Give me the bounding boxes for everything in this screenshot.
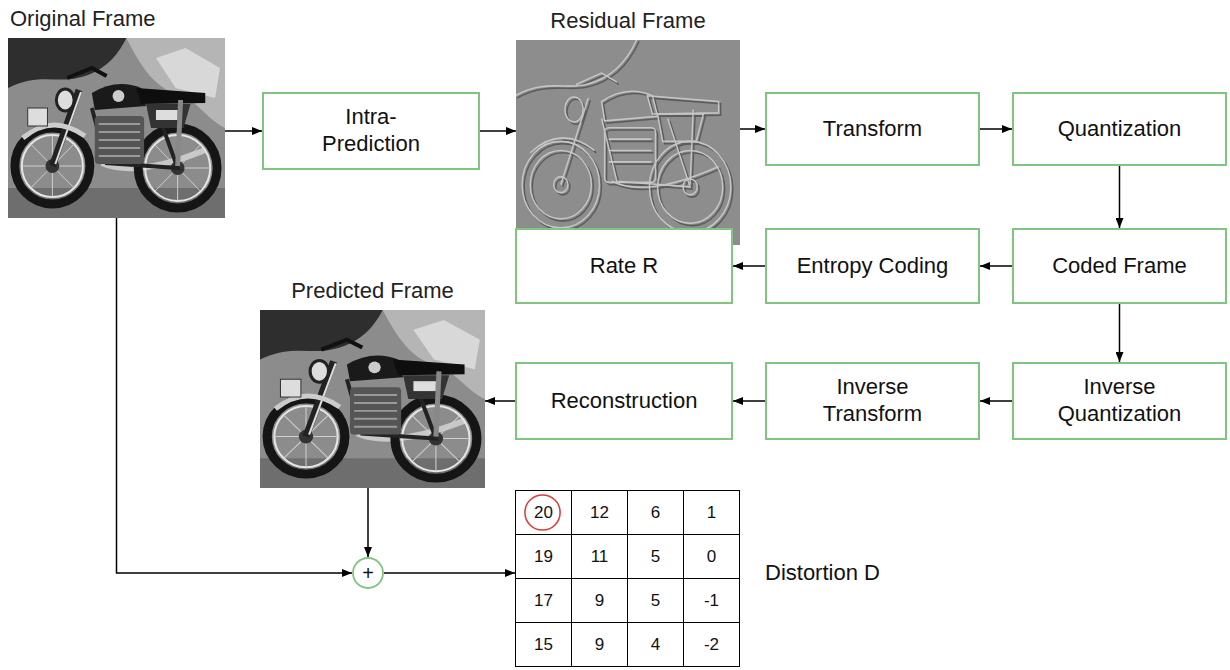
table-cell: -1	[684, 579, 740, 623]
photo-frame: Original Frame	[8, 38, 225, 218]
table-value: 5	[651, 547, 660, 567]
frame-title: Residual Frame	[550, 9, 705, 33]
table-value: 11	[591, 547, 609, 567]
flow-arrow	[384, 572, 515, 574]
flow-arrow	[480, 130, 516, 132]
process-box: Intra-Prediction	[262, 92, 480, 170]
frame-title: Predicted Frame	[291, 279, 454, 303]
frame-picture	[516, 40, 740, 245]
table-value: 19	[534, 547, 553, 567]
table-cell: 1	[684, 491, 740, 535]
table-value: 20	[534, 503, 553, 523]
table-cell: 5	[628, 535, 684, 579]
frame-title: Original Frame	[10, 7, 155, 31]
flow-arrow	[733, 400, 765, 402]
table-value: 17	[534, 591, 553, 611]
process-box: Rate R	[515, 228, 733, 304]
frame-illustration	[260, 310, 485, 488]
process-box: Entropy Coding	[765, 228, 980, 304]
flow-arrow	[733, 265, 765, 267]
sum-sign: +	[362, 563, 374, 583]
frame-picture	[260, 310, 485, 488]
highlight-circle	[525, 495, 560, 530]
table-value: 5	[651, 591, 660, 611]
process-box: Inverse Quantization	[1012, 362, 1227, 440]
flow-arrow	[1119, 166, 1121, 228]
table-cell: 9	[572, 623, 628, 667]
box-label: Reconstruction	[551, 388, 698, 415]
table-value: 9	[595, 591, 604, 611]
flow-arrow	[485, 400, 515, 402]
flow-arrow	[225, 130, 262, 132]
table-cell: 11	[572, 535, 628, 579]
box-label: Rate R	[590, 253, 658, 280]
flow-arrow	[740, 128, 765, 130]
frame-picture	[8, 38, 225, 218]
sum-outline	[353, 558, 383, 588]
table-cell: 0	[684, 535, 740, 579]
process-box: Quantization	[1012, 92, 1227, 166]
photo-frame: Predicted Frame	[260, 310, 485, 488]
box-label: Inverse Quantization	[1045, 374, 1195, 428]
flow-arrow	[1119, 304, 1121, 362]
frame-illustration	[8, 38, 225, 218]
box-label: Intra-Prediction	[301, 104, 441, 158]
table-value: 15	[534, 635, 553, 655]
table-cell: 15	[516, 623, 572, 667]
frame-illustration	[516, 40, 740, 245]
table-value: 1	[707, 503, 716, 523]
table-cell: 9	[572, 579, 628, 623]
table-cell: 5	[628, 579, 684, 623]
process-box: Inverse Transform	[765, 362, 980, 440]
table-value: -2	[704, 635, 719, 655]
table-cell: 20	[516, 491, 572, 535]
table-cell: 6	[628, 491, 684, 535]
box-label: Transform	[823, 116, 922, 143]
table-cell: -2	[684, 623, 740, 667]
sum-node: +	[352, 557, 384, 589]
table-cell: 17	[516, 579, 572, 623]
process-box: Transform	[765, 92, 980, 166]
flow-arrow	[980, 128, 1012, 130]
flow-arrow	[367, 488, 369, 557]
flow-arrow	[980, 265, 1012, 267]
table-value: 0	[707, 547, 716, 567]
table-value: 12	[590, 503, 609, 523]
table-cell: 4	[628, 623, 684, 667]
photo-frame: Residual Frame	[516, 40, 740, 245]
distortion-table: 20 12 6 1 19 11 5 0 17 9 5 -1 15 9 4 -2	[515, 490, 740, 667]
table-cell: 12	[572, 491, 628, 535]
distortion-label: Distortion D	[765, 560, 880, 586]
box-label: Entropy Coding	[797, 253, 949, 280]
box-label: Inverse Transform	[798, 374, 948, 428]
flow-arrow	[980, 400, 1012, 402]
process-box: Coded Frame	[1012, 228, 1227, 304]
table-cell: 19	[516, 535, 572, 579]
table-value: 9	[595, 635, 604, 655]
table-value: 6	[651, 503, 660, 523]
box-label: Coded Frame	[1052, 253, 1187, 280]
box-label: Quantization	[1058, 116, 1182, 143]
process-box: Reconstruction	[515, 362, 733, 440]
table-value: -1	[704, 591, 719, 611]
table-value: 4	[651, 635, 660, 655]
